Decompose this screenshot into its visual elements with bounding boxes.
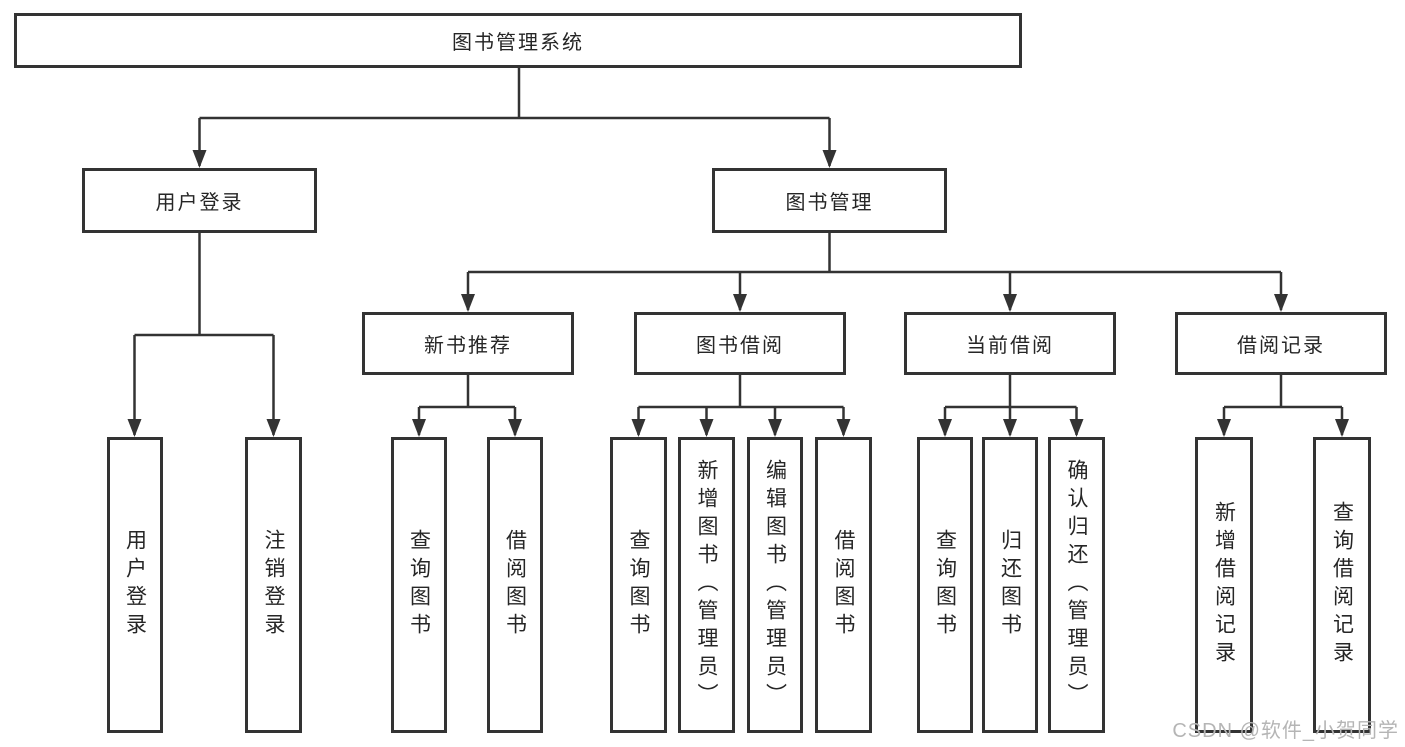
leaf-borrow-books-recommend-label: 借阅图书 (503, 529, 527, 641)
node-book-borrow-label: 图书借阅 (696, 335, 784, 357)
leaf-query-borrow-record-label: 查询借阅记录 (1330, 501, 1354, 669)
leaf-user-login: 用户登录 (107, 437, 163, 733)
leaf-query-books-borrow: 查询图书 (610, 437, 667, 733)
node-user-login: 用户登录 (82, 168, 317, 233)
leaf-query-borrow-record: 查询借阅记录 (1313, 437, 1371, 733)
leaf-return-book-label: 归还图书 (998, 529, 1022, 641)
node-book-management-label: 图书管理 (785, 192, 874, 214)
leaf-query-books-current-label: 查询图书 (933, 529, 957, 641)
leaf-logout-label: 注销登录 (262, 529, 285, 641)
leaf-confirm-return-admin-label: 确认归还（管理员） (1065, 459, 1088, 711)
node-new-book-recommend-label: 新书推荐 (424, 335, 512, 357)
leaf-return-book: 归还图书 (982, 437, 1038, 733)
leaf-borrow-books-recommend: 借阅图书 (487, 437, 543, 733)
leaf-query-books-recommend: 查询图书 (391, 437, 447, 733)
node-book-borrow: 图书借阅 (634, 312, 846, 375)
node-current-borrow-label: 当前借阅 (966, 335, 1054, 357)
leaf-borrow-books: 借阅图书 (815, 437, 872, 733)
leaf-user-login-label: 用户登录 (123, 529, 147, 641)
node-new-book-recommend: 新书推荐 (362, 312, 574, 375)
node-root-label: 图书管理系统 (452, 32, 584, 54)
watermark: CSDN @软件_小贺同学 (1172, 720, 1399, 742)
leaf-logout: 注销登录 (245, 437, 302, 733)
leaf-add-book-admin-label: 新增图书（管理员） (695, 459, 718, 711)
leaf-add-book-admin: 新增图书（管理员） (678, 437, 735, 733)
node-current-borrow: 当前借阅 (904, 312, 1116, 375)
node-borrow-records: 借阅记录 (1175, 312, 1387, 375)
leaf-edit-book-admin-label: 编辑图书（管理员） (763, 459, 787, 711)
leaf-edit-book-admin: 编辑图书（管理员） (747, 437, 803, 733)
leaf-query-books-borrow-label: 查询图书 (627, 529, 650, 641)
leaf-add-borrow-record: 新增借阅记录 (1195, 437, 1253, 733)
leaf-confirm-return-admin: 确认归还（管理员） (1048, 437, 1105, 733)
leaf-borrow-books-label: 借阅图书 (832, 529, 855, 641)
node-borrow-records-label: 借阅记录 (1237, 335, 1325, 357)
node-user-login-label: 用户登录 (155, 192, 244, 214)
leaf-query-books-current: 查询图书 (917, 437, 973, 733)
node-root: 图书管理系统 (14, 13, 1022, 68)
leaf-add-borrow-record-label: 新增借阅记录 (1212, 501, 1236, 669)
node-book-management: 图书管理 (712, 168, 947, 233)
leaf-query-books-recommend-label: 查询图书 (407, 529, 431, 641)
